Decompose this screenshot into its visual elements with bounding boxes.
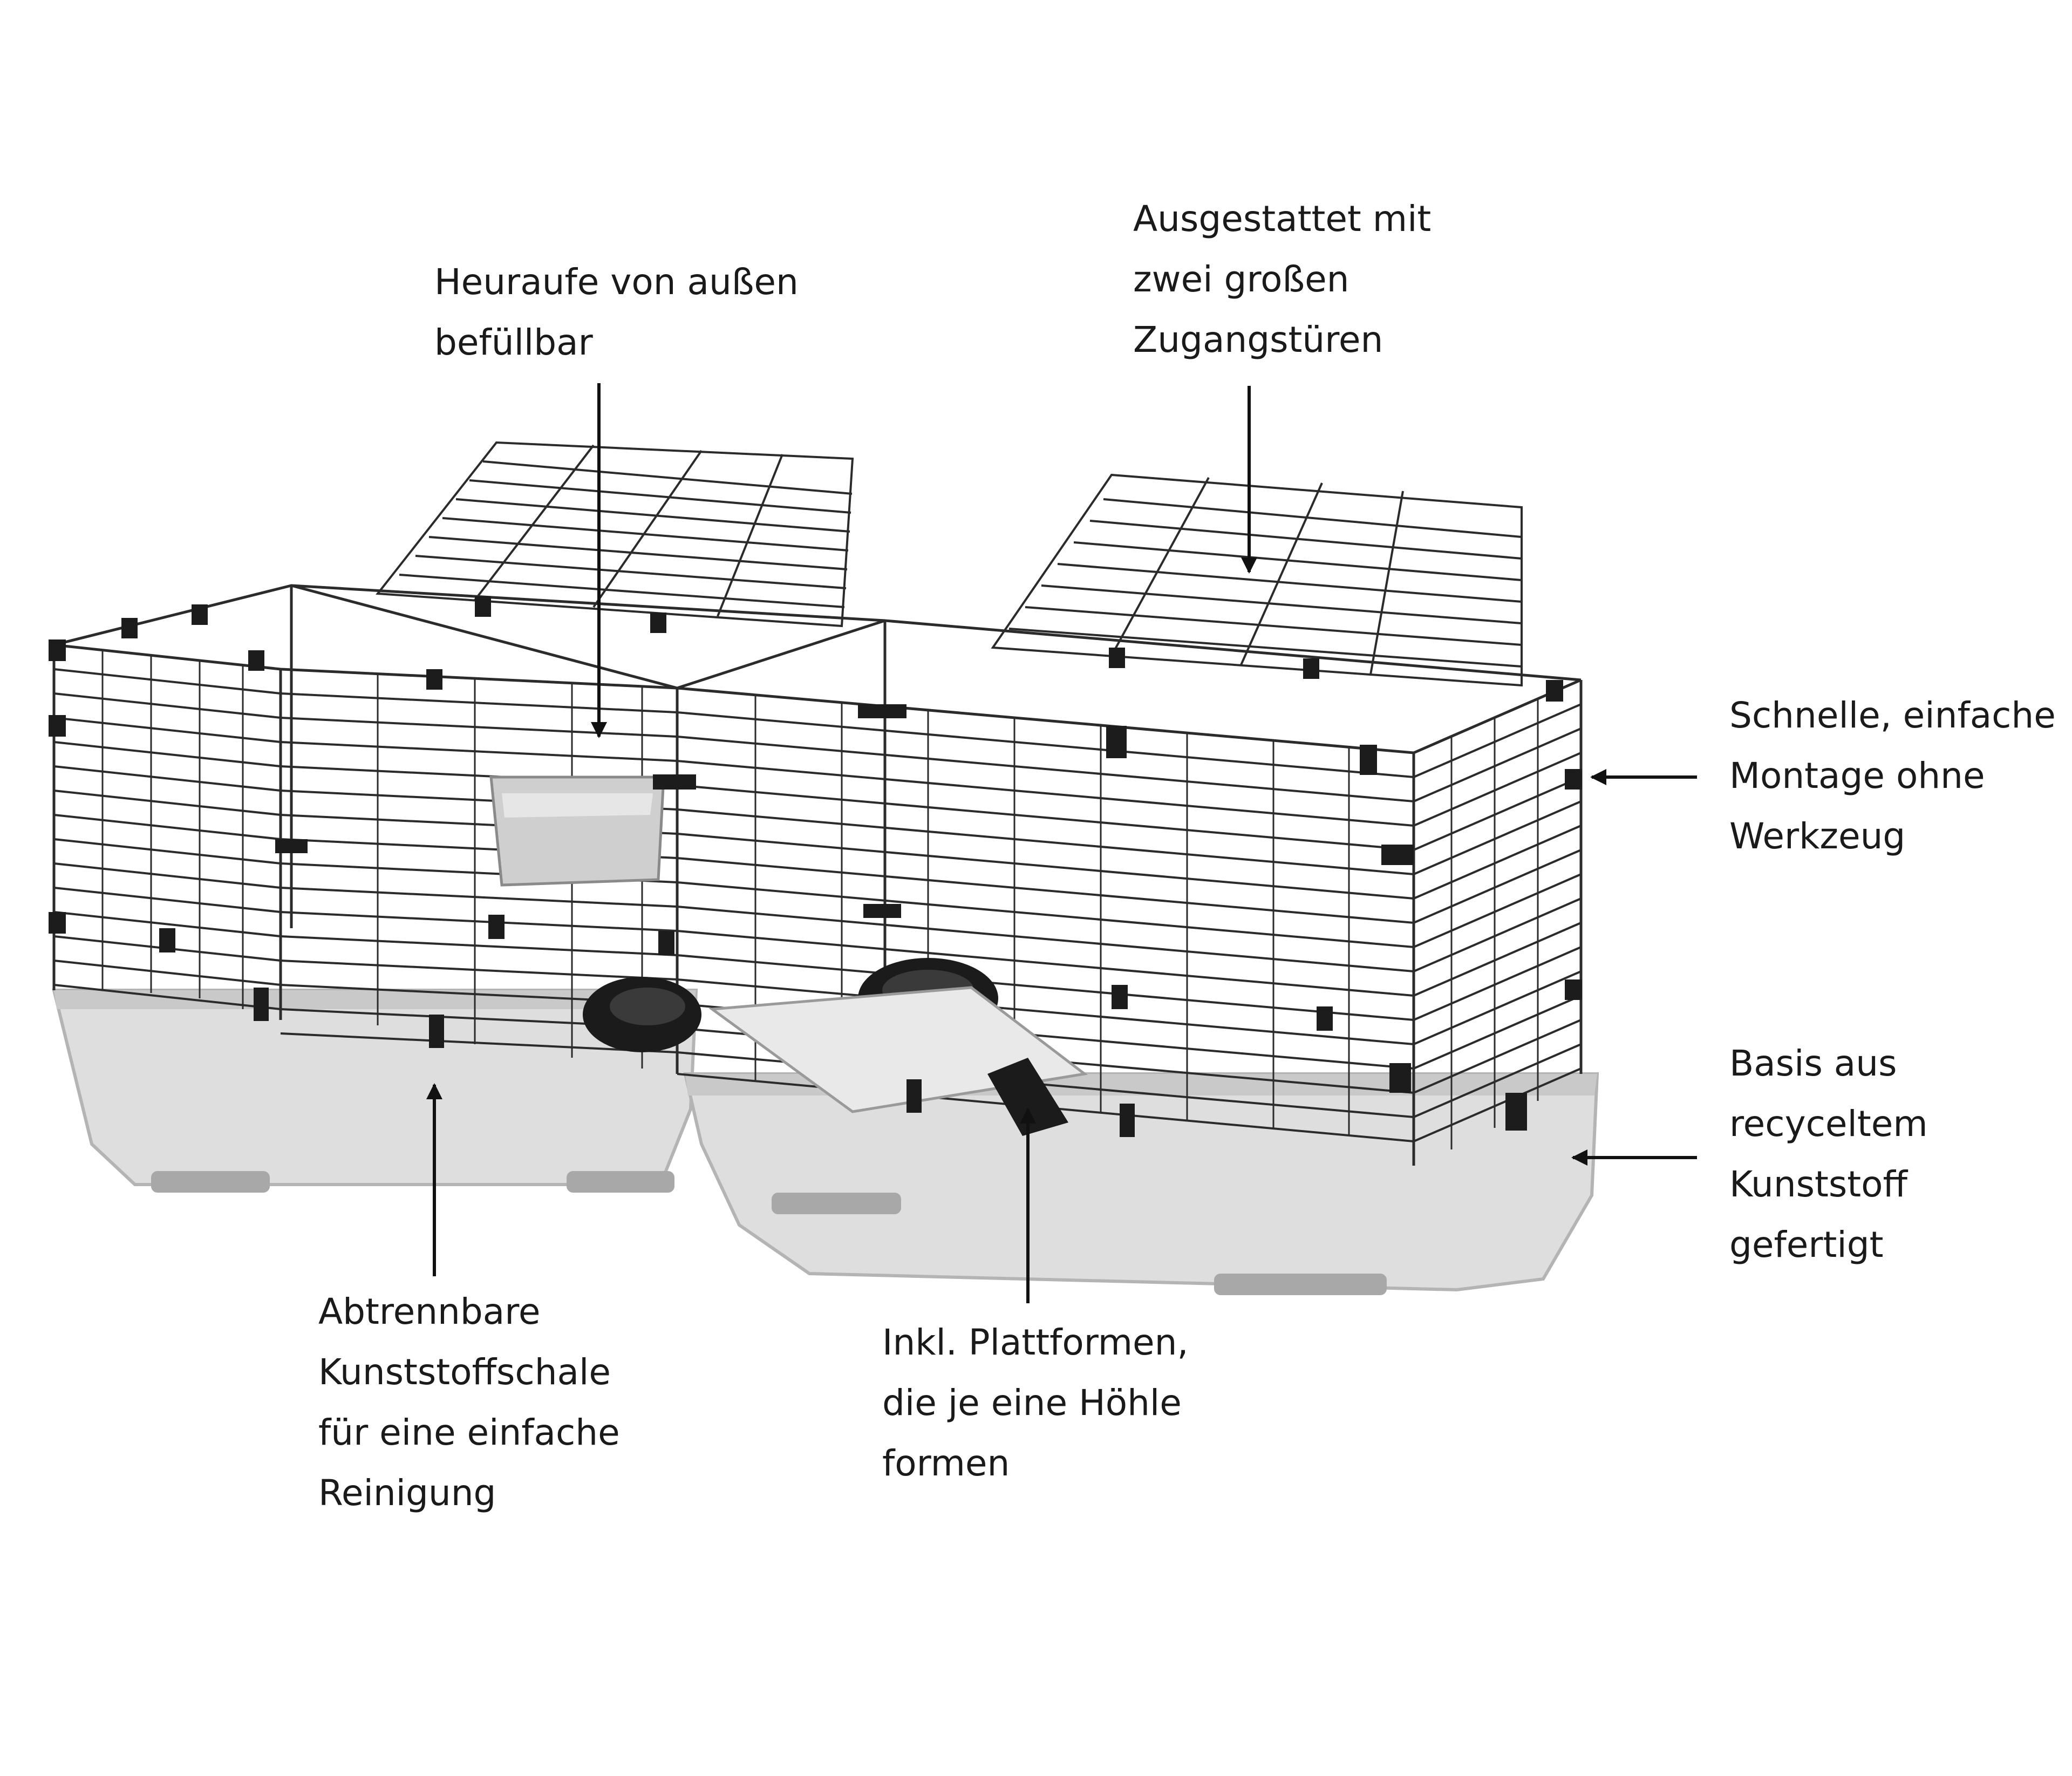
callout-basis-line-3: Kunststoff <box>1729 1163 1908 1205</box>
callout-plattformen-line-2: die je eine Höhle <box>882 1382 1182 1424</box>
right-top-access-door <box>991 473 1523 687</box>
callout-zugangstueren-line-1: Ausgestattet mit <box>1133 198 1432 240</box>
callout-zugangstueren-line-2: zwei großen <box>1133 258 1349 300</box>
right-plastic-tray <box>683 1072 1599 1295</box>
callout-schale-line-1: Abtrennbare <box>318 1291 541 1332</box>
callout-plattformen-line-1: Inkl. Plattformen, <box>882 1322 1189 1363</box>
callout-plattformen-line-3: formen <box>882 1442 1010 1484</box>
callout-schale-line-3: für eine einfache <box>318 1412 620 1453</box>
left-plastic-tray <box>52 989 698 1193</box>
callout-basis-line-4: gefertigt <box>1729 1224 1884 1265</box>
hay-rack <box>489 775 665 887</box>
platform-cave <box>708 986 1088 1136</box>
callout-heuraufe-line-2: befüllbar <box>434 322 593 363</box>
callout-montage-line-2: Montage ohne <box>1729 755 1985 797</box>
callout-basis-line-2: recyceltem <box>1729 1103 1928 1145</box>
cage-clips <box>49 596 1582 1137</box>
callout-heuraufe: Heuraufe von außen befüllbar <box>434 252 799 373</box>
callout-montage-line-3: Werkzeug <box>1729 815 1906 857</box>
callout-schale-line-4: Reinigung <box>318 1472 496 1514</box>
callout-zugangstueren: Ausgestattet mit zwei großen Zugangstüre… <box>1133 189 1431 370</box>
callout-schale: Abtrennbare Kunststoffschale für eine ei… <box>318 1282 620 1523</box>
callout-plattformen: Inkl. Plattformen, die je eine Höhle for… <box>882 1312 1188 1494</box>
left-top-access-door <box>376 441 854 628</box>
callout-basis: Basis aus recyceltem Kunststoff gefertig… <box>1729 1033 1928 1275</box>
callout-zugangstueren-line-3: Zugangstüren <box>1133 319 1383 360</box>
callout-basis-line-1: Basis aus <box>1729 1043 1897 1084</box>
callout-heuraufe-line-1: Heuraufe von außen <box>434 261 799 303</box>
callout-arrows <box>426 383 1697 1303</box>
food-bowl-left <box>583 977 701 1052</box>
callout-montage: Schnelle, einfache Montage ohne Werkzeug <box>1729 685 2056 867</box>
callout-montage-line-1: Schnelle, einfache <box>1729 695 2056 736</box>
callout-schale-line-2: Kunststoffschale <box>318 1351 611 1393</box>
